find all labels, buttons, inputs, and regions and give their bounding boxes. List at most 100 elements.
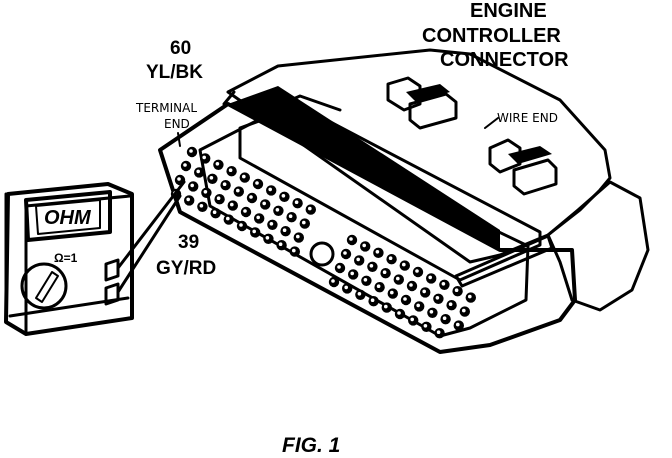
meter-range-text: Ω=1 — [54, 251, 78, 265]
terminal-pin-socket — [462, 308, 466, 313]
terminal-pin-socket — [468, 294, 472, 299]
terminal-pin-socket — [183, 163, 187, 167]
terminal-pin-socket — [262, 201, 267, 206]
terminal-pin-socket — [442, 316, 447, 321]
center-key-hole — [309, 241, 335, 267]
figure-caption: FIG. 1 — [282, 434, 340, 457]
terminal-pin-socket — [226, 216, 230, 221]
terminal-pin-socket — [429, 310, 434, 314]
connector-body — [158, 48, 650, 354]
title-line-1: ENGINE — [470, 0, 547, 22]
terminal-pin-socket — [350, 271, 355, 276]
terminal-pin-socket — [369, 264, 374, 268]
terminal-pin-socket — [288, 214, 293, 218]
terminal-pin-socket — [436, 330, 441, 335]
terminal-pin-socket — [375, 250, 380, 254]
terminal-pin-socket — [331, 279, 335, 283]
terminal-pin-socket — [428, 275, 433, 280]
terminal-pin-socket — [370, 298, 375, 303]
terminal-pin-socket — [397, 311, 401, 315]
terminal-pin-socket — [275, 208, 280, 212]
pin39-color: GY/RD — [156, 258, 216, 279]
terminal-pin-socket — [209, 176, 214, 180]
wire-end-label: WIRE END — [497, 111, 558, 125]
meter-display-window — [24, 190, 112, 242]
meter-jack-bottom[interactable] — [104, 282, 120, 306]
terminal-pin-socket — [456, 322, 460, 327]
terminal-pin-socket — [282, 228, 287, 232]
terminal-end-label-1: TERMINAL — [135, 101, 197, 115]
terminal-pin-socket — [216, 196, 221, 200]
wire-end-leader — [484, 117, 499, 129]
terminal-pin-socket — [388, 256, 393, 261]
terminal-pin-socket — [363, 278, 368, 282]
terminal-pin-socket — [256, 215, 261, 220]
terminal-pin-socket — [190, 183, 194, 188]
terminal-pin-socket — [337, 265, 341, 269]
terminal-pin-socket — [454, 288, 459, 293]
terminal-pin-socket — [416, 303, 421, 308]
terminal-pin-socket — [199, 204, 204, 208]
terminal-pin-socket — [255, 181, 259, 185]
terminal-pin-socket — [278, 242, 283, 246]
terminal-pin-socket — [382, 270, 387, 275]
latch-tabs — [386, 76, 558, 196]
pin39-number: 39 — [178, 232, 199, 253]
terminal-pin-socket — [269, 222, 274, 226]
terminal-pin-socket — [186, 197, 190, 202]
terminal-pin-socket — [356, 257, 361, 262]
terminal-pin-socket — [415, 269, 419, 273]
terminal-pin-socket — [215, 162, 220, 166]
terminal-pin-socket — [228, 168, 233, 172]
terminal-pin-socket — [268, 187, 273, 192]
test-leads — [116, 180, 186, 294]
meter-jack-top[interactable] — [104, 258, 120, 282]
terminal-pin-socket — [239, 223, 243, 227]
terminal-end-leader — [177, 132, 181, 147]
terminal-pin-socket — [349, 237, 353, 241]
terminal-pin-socket — [189, 149, 193, 153]
terminal-pin-socket — [423, 324, 428, 328]
terminal-pin-socket — [236, 188, 240, 193]
terminal-pin-socket — [252, 229, 256, 234]
title-line-3: CONNECTOR — [440, 49, 569, 71]
terminal-pin-socket — [292, 248, 296, 253]
terminal-pin-socket — [249, 195, 253, 199]
terminal-pin-socket — [294, 200, 299, 204]
terminal-pin-socket — [357, 292, 362, 296]
terminal-pin-socket — [302, 220, 306, 225]
terminal-pin-socket — [403, 297, 407, 301]
range-dial[interactable] — [20, 262, 68, 310]
ohmmeter — [4, 182, 134, 336]
terminal-pin-socket — [396, 276, 400, 281]
terminal-pin-socket — [362, 243, 367, 248]
terminal-pin-socket — [203, 190, 208, 194]
title-line-2: CONTROLLER — [422, 25, 561, 47]
terminal-pin-socket — [281, 194, 286, 198]
terminal-pin-socket — [448, 302, 453, 307]
terminal-pin-socket — [222, 182, 227, 186]
terminal-pins — [170, 146, 476, 339]
terminal-pin-socket — [196, 169, 200, 174]
meter-display-text: OHM — [44, 207, 92, 229]
terminal-pin-socket — [343, 251, 347, 255]
terminal-pin-socket — [230, 202, 234, 207]
terminal-pin-socket — [296, 234, 300, 239]
terminal-pin-socket — [402, 262, 406, 267]
terminal-pin-socket — [243, 209, 247, 213]
terminal-pin-socket — [376, 284, 381, 289]
terminal-pin-socket — [202, 155, 206, 160]
terminal-pin-socket — [265, 236, 270, 240]
terminal-pin-socket — [390, 290, 394, 295]
terminal-pin-socket — [212, 210, 217, 214]
terminal-end-label-2: END — [164, 117, 190, 131]
terminal-pin-socket — [422, 289, 427, 294]
pin60-color: YL/BK — [146, 62, 203, 83]
terminal-pin-socket — [177, 177, 181, 181]
terminal-pin-socket — [435, 296, 440, 300]
terminal-pin-socket — [409, 283, 413, 287]
terminal-pin-socket — [441, 282, 446, 286]
terminal-pin-socket — [242, 174, 246, 179]
pin60-number: 60 — [170, 38, 191, 59]
